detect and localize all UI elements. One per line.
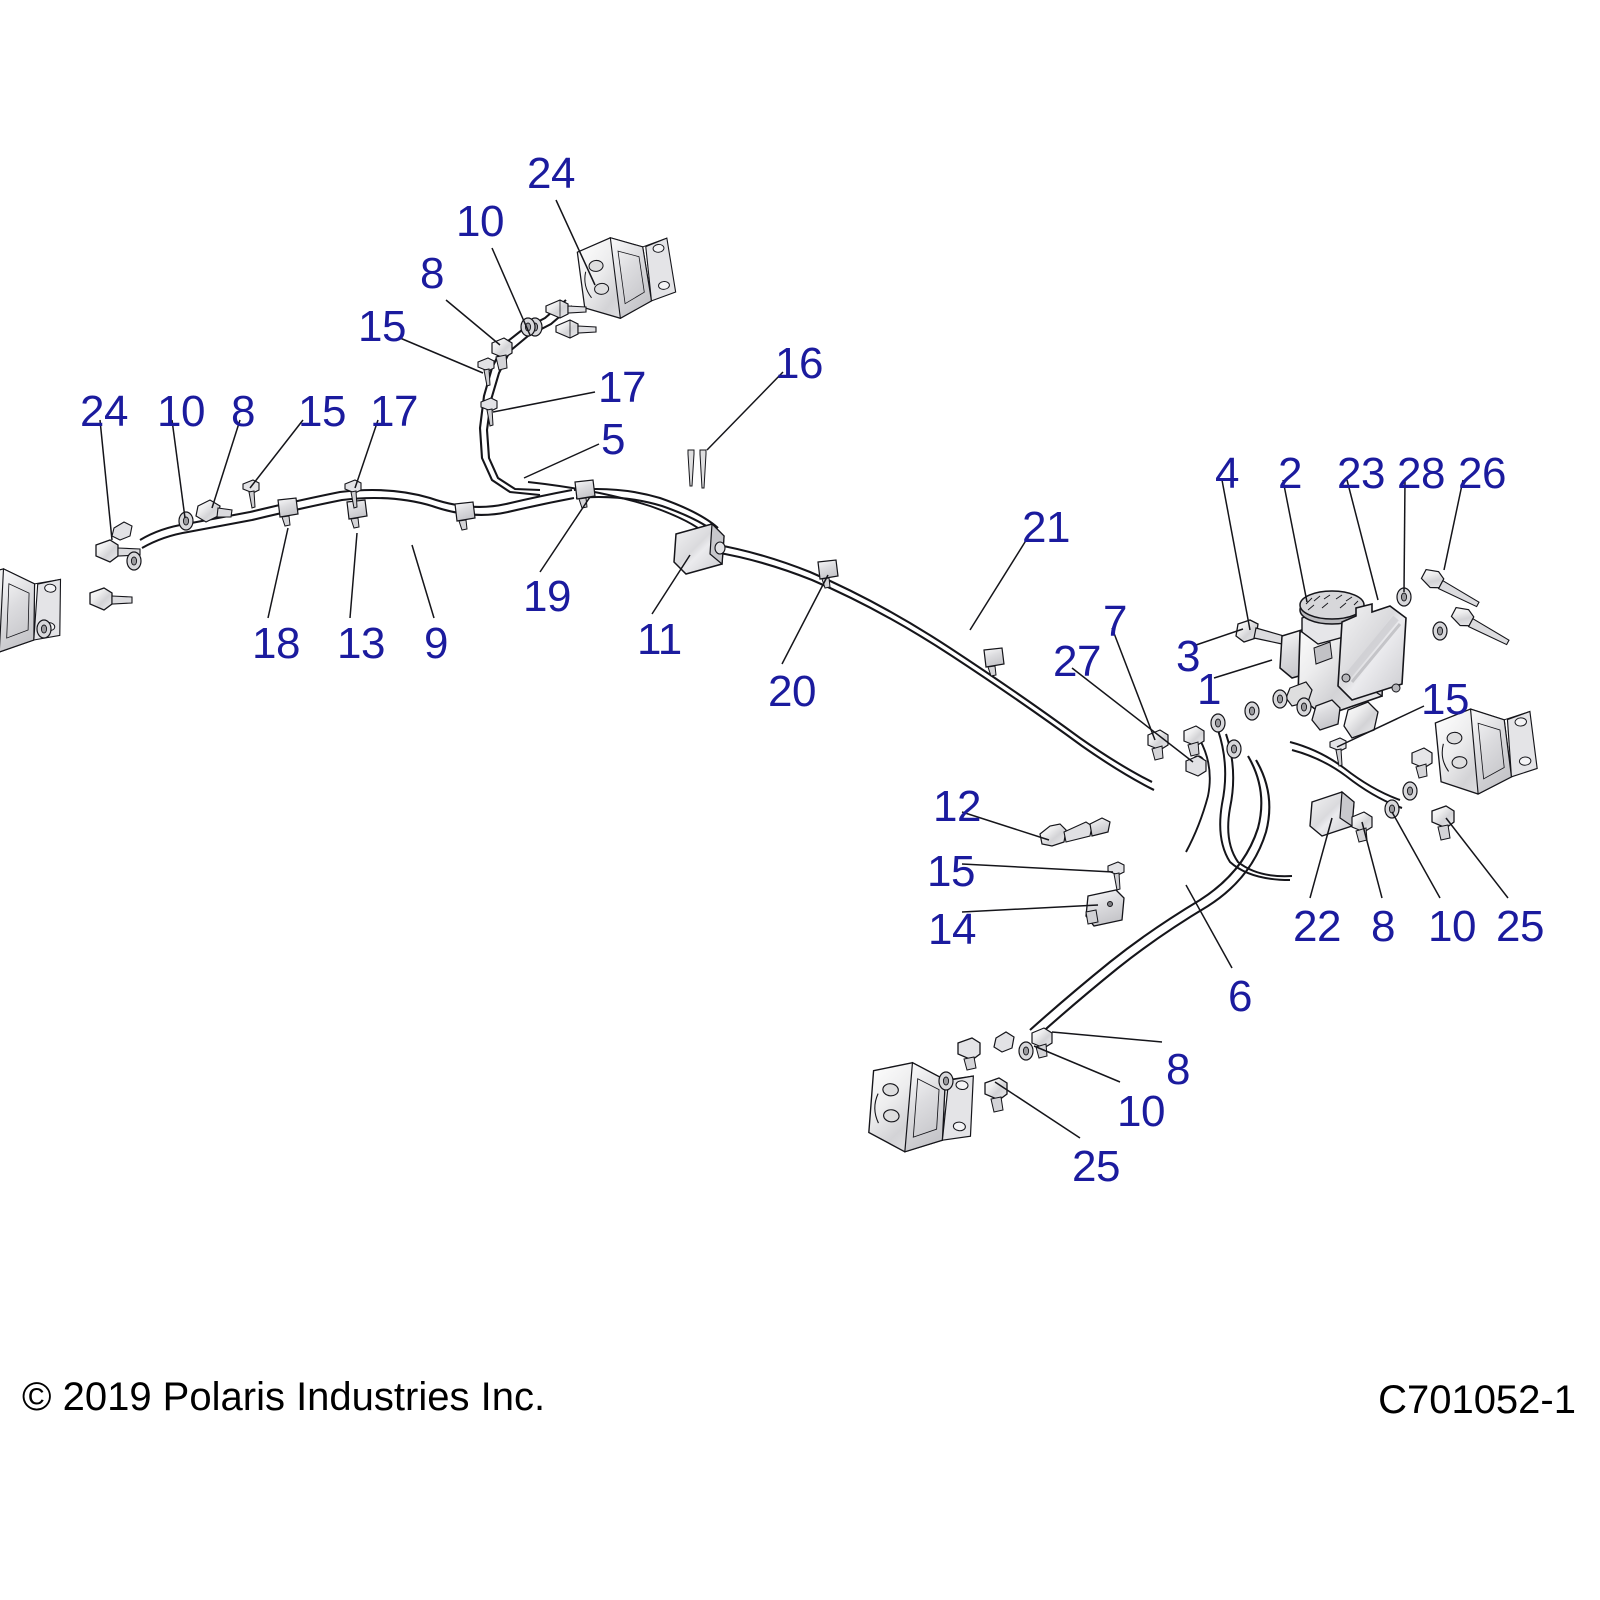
leader-line-21 <box>969 533 1031 631</box>
leader-line-25 <box>1445 817 1509 899</box>
callout-leader-lines <box>99 199 1509 1139</box>
callout-number-8: 8 <box>1166 1045 1190 1094</box>
leader-line-15 <box>249 419 304 489</box>
callout-number-1: 1 <box>1197 665 1221 714</box>
callout-number-16: 16 <box>775 339 823 388</box>
callout-number-4: 4 <box>1215 449 1239 498</box>
callout-number-15: 15 <box>298 387 346 436</box>
leader-line-16 <box>706 371 784 451</box>
callout-number-13: 13 <box>337 619 385 668</box>
leader-line-8 <box>211 419 241 509</box>
leader-line-19 <box>539 496 591 573</box>
leader-line-10 <box>171 419 186 519</box>
callout-number-24: 24 <box>527 149 575 198</box>
leader-line-15 <box>399 337 484 374</box>
leader-line-15 <box>961 863 1114 873</box>
callout-number-8: 8 <box>420 249 444 298</box>
callout-number-15: 15 <box>927 847 975 896</box>
callout-number-10: 10 <box>456 197 504 246</box>
callout-number-15: 15 <box>1421 675 1469 724</box>
callout-number-25: 25 <box>1072 1142 1120 1191</box>
leader-line-8 <box>1361 821 1383 899</box>
leader-line-10 <box>1033 1045 1121 1083</box>
leader-line-1 <box>1213 659 1273 679</box>
leader-line-24 <box>99 419 113 541</box>
callout-number-12: 12 <box>933 782 981 831</box>
leader-line-3 <box>1195 628 1244 646</box>
diagram-part-number: C701052-1 <box>1378 1378 1576 1422</box>
callout-number-5: 5 <box>601 415 625 464</box>
callout-number-18: 18 <box>252 619 300 668</box>
leader-line-9 <box>411 544 435 619</box>
callout-number-26: 26 <box>1458 449 1506 498</box>
reservoir-cover-plate <box>1337 602 1407 701</box>
callout-number-23: 23 <box>1337 449 1385 498</box>
brake-caliper-front-left <box>0 565 65 657</box>
callout-number-17: 17 <box>370 387 418 436</box>
callout-number-20: 20 <box>768 667 816 716</box>
leader-line-12 <box>961 811 1050 841</box>
leader-line-25 <box>994 1081 1081 1139</box>
leader-line-8 <box>445 299 501 346</box>
callout-number-10: 10 <box>1428 902 1476 951</box>
callout-number-3: 3 <box>1176 632 1200 681</box>
bolt-26-second <box>1450 606 1510 646</box>
callout-number-2: 2 <box>1278 449 1302 498</box>
callout-number-21: 21 <box>1022 503 1070 552</box>
leader-line-7 <box>1111 627 1156 741</box>
leader-line-8 <box>1051 1031 1163 1043</box>
leader-line-14 <box>961 904 1099 913</box>
callout-number-9: 9 <box>424 619 448 668</box>
callout-number-6: 6 <box>1228 972 1252 1021</box>
brake-caliper-rear-left <box>864 1058 979 1160</box>
leader-line-5 <box>523 443 600 479</box>
line-fittings <box>242 357 1355 927</box>
leader-line-24 <box>555 199 596 286</box>
leader-line-28 <box>1403 479 1406 593</box>
copyright-notice: © 2019 Polaris Industries Inc. <box>22 1375 546 1419</box>
leader-line-20 <box>781 574 829 665</box>
callout-number-17: 17 <box>598 363 646 412</box>
fasteners <box>36 299 1455 1113</box>
callout-number-25: 25 <box>1496 902 1544 951</box>
leader-line-17 <box>354 419 379 489</box>
callout-number-8: 8 <box>1371 902 1395 951</box>
leader-line-10 <box>491 247 531 336</box>
callout-number-11: 11 <box>637 615 682 664</box>
leader-line-6 <box>1185 884 1233 969</box>
washer-26 <box>1432 621 1448 641</box>
leader-line-15 <box>1336 705 1425 748</box>
leader-line-4 <box>1221 479 1251 631</box>
callout-number-22: 22 <box>1293 902 1341 951</box>
leader-line-10 <box>1391 811 1441 899</box>
callout-number-27: 27 <box>1053 637 1101 686</box>
leader-line-18 <box>267 527 289 619</box>
leader-line-27 <box>1071 667 1194 763</box>
callout-number-14: 14 <box>928 905 976 954</box>
leader-line-11 <box>651 554 691 615</box>
leader-line-23 <box>1346 479 1379 601</box>
callout-number-19: 19 <box>523 572 571 621</box>
callout-number-7: 7 <box>1103 597 1127 646</box>
leader-line-2 <box>1282 479 1308 603</box>
callout-number-10: 10 <box>1117 1087 1165 1136</box>
callout-number-15: 15 <box>358 302 406 351</box>
leader-line-22 <box>1309 817 1333 899</box>
callout-number-28: 28 <box>1397 449 1445 498</box>
leader-line-26 <box>1443 479 1464 571</box>
bolt-26 <box>1420 568 1480 608</box>
callout-number-8: 8 <box>231 387 255 436</box>
leader-line-13 <box>349 532 358 619</box>
leader-line-17 <box>492 391 596 413</box>
callout-number-10: 10 <box>157 387 205 436</box>
callout-number-24: 24 <box>80 387 128 436</box>
